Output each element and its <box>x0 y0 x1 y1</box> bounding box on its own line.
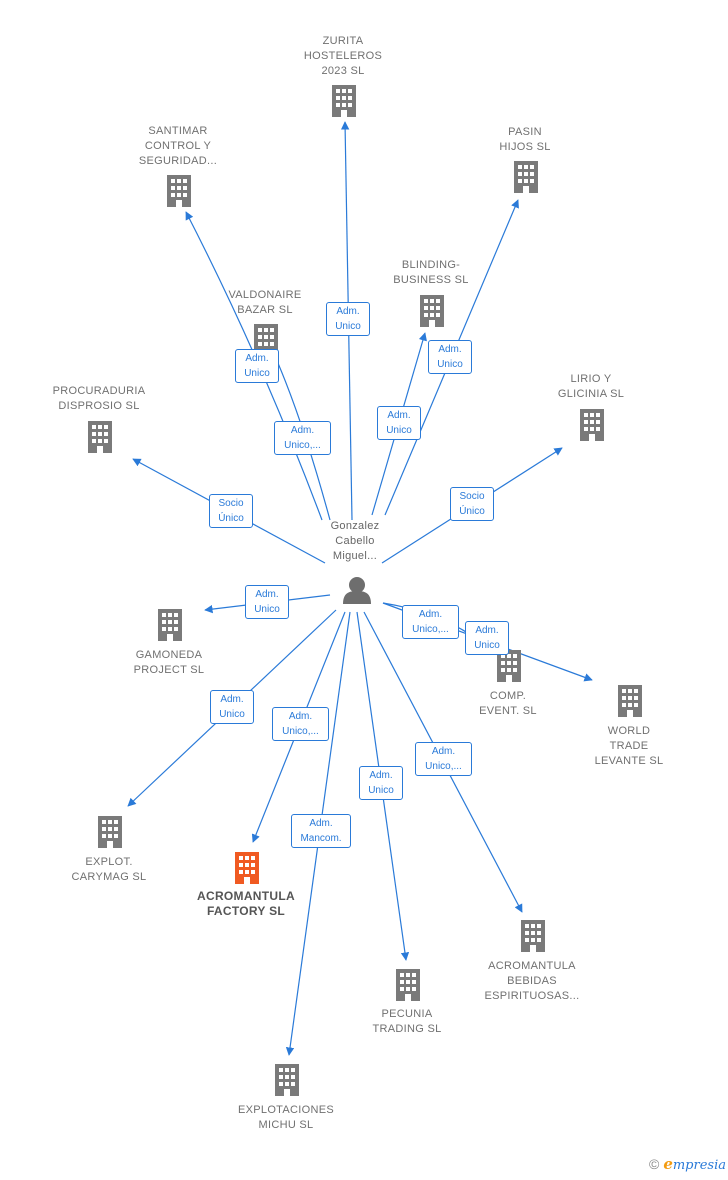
company-label-pasin[interactable]: PASIN HIJOS SL <box>499 126 551 153</box>
edge-label-procuraduria[interactable]: Socio Único <box>209 494 253 528</box>
edge-label-pasin[interactable]: Adm. Unico <box>428 340 472 374</box>
edge-label-gamoneda[interactable]: Adm. Unico <box>245 585 289 619</box>
building-icon-world[interactable] <box>618 685 642 717</box>
building-icon-acromantula_f[interactable] <box>235 852 259 884</box>
edge-label-blinding[interactable]: Adm. Unico <box>377 406 421 440</box>
building-icon-explot[interactable] <box>98 816 122 848</box>
company-label-world[interactable]: WORLD TRADE LEVANTE SL <box>594 725 664 767</box>
company-label-pecunia[interactable]: PECUNIA TRADING SL <box>372 1008 442 1035</box>
edge-label-pecunia[interactable]: Adm. Unico <box>359 766 403 800</box>
company-label-zurita[interactable]: ZURITA HOSTELEROS 2023 SL <box>303 35 383 77</box>
edge-label-explot[interactable]: Adm. Unico <box>210 690 254 724</box>
person-name[interactable]: Gonzalez Cabello Miguel... <box>330 520 380 562</box>
edge-label-world[interactable]: Adm. Unico <box>465 621 509 655</box>
company-label-procuraduria[interactable]: PROCURADURIA DISPROSIO SL <box>52 385 146 412</box>
building-icon-pasin[interactable] <box>514 161 538 193</box>
building-icon-procuraduria[interactable] <box>88 421 112 453</box>
building-icon-lirio[interactable] <box>580 409 604 441</box>
building-icon-santimar[interactable] <box>167 175 191 207</box>
brand-logo: empresia <box>663 1155 726 1173</box>
company-label-lirio[interactable]: LIRIO Y GLICINIA SL <box>557 373 625 400</box>
footer-brand: © empresia <box>649 1154 726 1174</box>
building-icon-pecunia[interactable] <box>396 969 420 1001</box>
edge-label-explotaciones[interactable]: Adm. Mancom. <box>291 814 351 848</box>
edge-label-acromantula_b[interactable]: Adm. Unico,... <box>415 742 472 776</box>
building-icon-acromantula_b[interactable] <box>521 920 545 952</box>
edge-label-santimar[interactable]: Adm. Unico <box>235 349 279 383</box>
edge-label-comp[interactable]: Adm. Unico,... <box>402 605 459 639</box>
building-icon-zurita[interactable] <box>332 85 356 117</box>
company-label-valdonaire[interactable]: VALDONAIRE BAZAR SL <box>228 289 302 316</box>
company-label-acromantula_f[interactable]: ACROMANTULA FACTORY SL <box>197 889 295 918</box>
company-label-explotaciones[interactable]: EXPLOTACIONES MICHU SL <box>238 1104 334 1131</box>
edge-label-lirio[interactable]: Socio Único <box>450 487 494 521</box>
building-icon-gamoneda[interactable] <box>158 609 182 641</box>
company-label-comp[interactable]: COMP. EVENT. SL <box>479 690 537 717</box>
company-label-explot[interactable]: EXPLOT. CARYMAG SL <box>71 856 147 883</box>
company-label-santimar[interactable]: SANTIMAR CONTROL Y SEGURIDAD... <box>138 125 218 167</box>
company-label-blinding[interactable]: BLINDING- BUSINESS SL <box>393 259 469 286</box>
edge-label-zurita[interactable]: Adm. Unico <box>326 302 370 336</box>
copyright-icon: © <box>648 1156 660 1172</box>
building-icon-blinding[interactable] <box>420 295 444 327</box>
building-icon-explotaciones[interactable] <box>275 1064 299 1096</box>
company-label-gamoneda[interactable]: GAMONEDA PROJECT SL <box>133 649 205 676</box>
edge-label-valdonaire[interactable]: Adm. Unico,... <box>274 421 331 455</box>
company-label-acromantula_b[interactable]: ACROMANTULA BEBIDAS ESPIRITUOSAS... <box>484 960 580 1002</box>
edge-label-acromantula_f[interactable]: Adm. Unico,... <box>272 707 329 741</box>
person-icon[interactable] <box>343 577 371 604</box>
